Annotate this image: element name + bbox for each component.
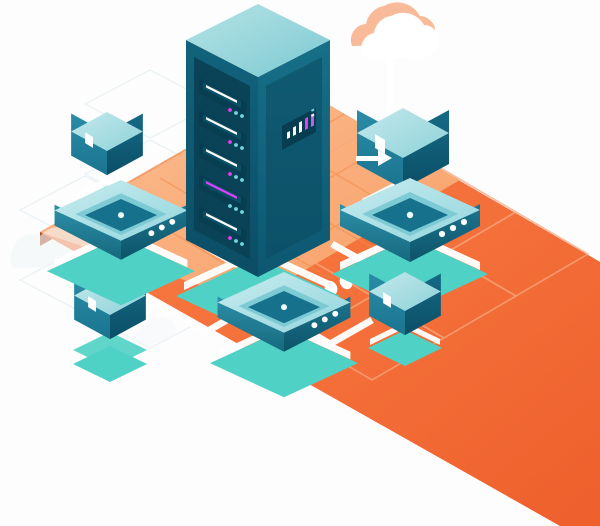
data-cube-lower-left [72, 276, 148, 382]
data-cube-lower-right [367, 272, 443, 366]
cloud-beam [387, 46, 393, 132]
server-slot [199, 206, 246, 246]
server-slot [199, 142, 246, 182]
server-slot-active [199, 174, 246, 214]
cube-inbound-arrow [356, 150, 392, 166]
server-rack[interactable] [176, 4, 340, 334]
cloud-icon [361, 12, 439, 60]
cloud-group [350, 2, 439, 136]
bar-chart-display [282, 108, 316, 150]
server-slot [199, 110, 246, 150]
cube-halo [368, 330, 442, 366]
cube-halo-2 [73, 332, 147, 368]
server-right-panel [266, 57, 322, 259]
cloud-faint-icon-2 [132, 317, 176, 348]
server-cable-ring [184, 248, 332, 290]
server-slots [199, 78, 246, 246]
server-slot [199, 78, 246, 118]
display-bars [287, 113, 314, 139]
display-tick-dots [311, 108, 315, 117]
server-top-face [186, 4, 330, 77]
